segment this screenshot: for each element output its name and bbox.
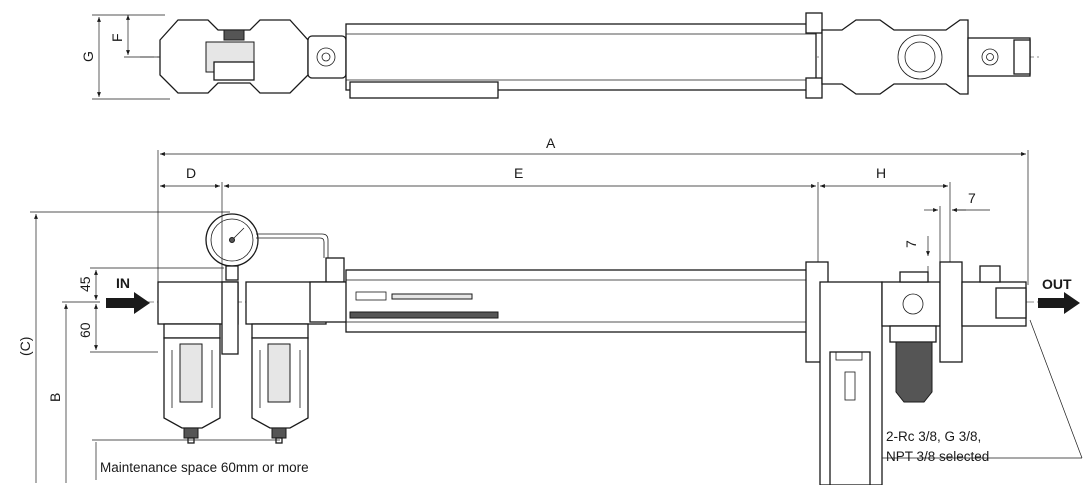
dim-label-7-vertical: 7: [903, 240, 919, 248]
dim-label-b: B: [47, 393, 63, 402]
maintenance-note: Maintenance space 60mm or more: [100, 460, 309, 475]
dim-label-c: (C): [17, 337, 33, 356]
dimension-lines: A D E H 7 7 (C) B 45 60: [17, 135, 1083, 483]
dim-label-e: E: [514, 165, 523, 181]
pressure-gauge-icon: [205, 213, 329, 281]
dim-label-45: 45: [77, 276, 93, 292]
top-view: G F: [80, 12, 1040, 100]
out-port-label: OUT: [1042, 276, 1072, 292]
regulator: [881, 261, 963, 403]
front-view: IN OUT: [106, 213, 1080, 485]
dim-label-h: H: [876, 165, 886, 181]
out-port-arrow-icon: [1038, 292, 1080, 314]
in-port-arrow-icon: [106, 292, 150, 314]
dim-label-7-horizontal: 7: [968, 190, 976, 206]
dim-label-d: D: [186, 165, 196, 181]
in-port-label: IN: [116, 275, 130, 291]
port-note-line1: 2-Rc 3/8, G 3/8,: [886, 429, 981, 444]
dim-label-f: F: [109, 33, 125, 42]
port-note-line2: NPT 3/8 selected: [886, 449, 989, 464]
air-filter-left: [157, 281, 239, 444]
dim-label-a: A: [546, 135, 556, 151]
slim-module: [345, 269, 809, 333]
dim-label-g: G: [80, 51, 96, 62]
dim-label-60: 60: [77, 322, 93, 338]
